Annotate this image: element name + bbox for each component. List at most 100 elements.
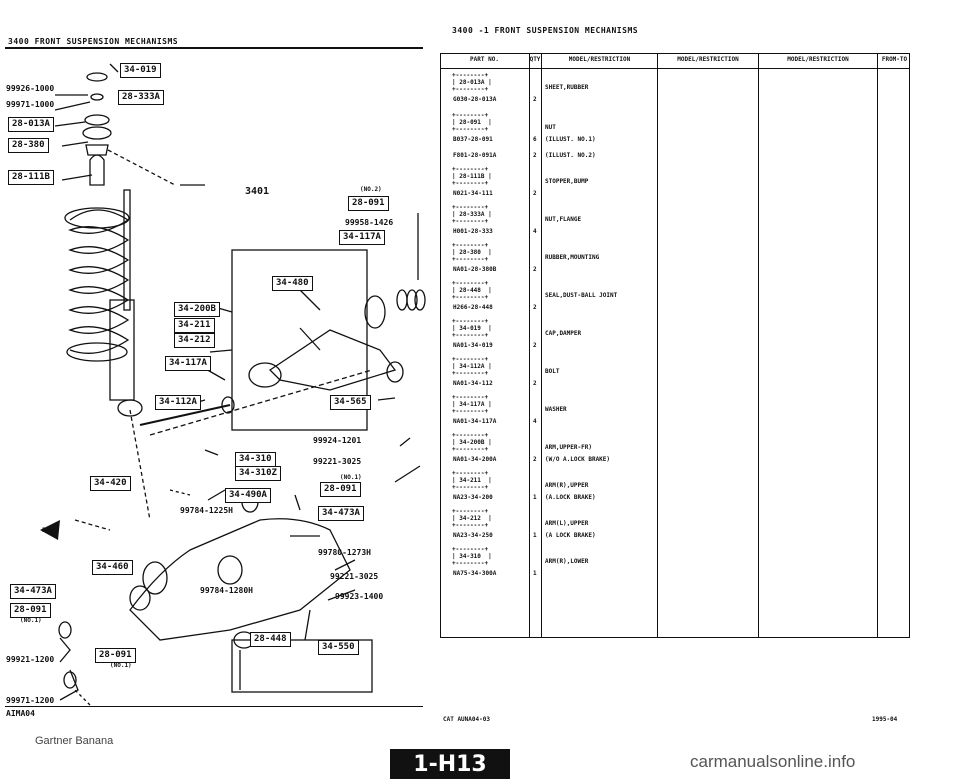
callout-34-211: 34-211 — [174, 318, 215, 333]
part-number-99971-1200: 99971-1200 — [6, 696, 55, 705]
page-number-label: 1-H13 — [390, 749, 510, 779]
ref-box: +--------+ | 28-333A | +--------+ — [452, 204, 492, 225]
ref-box: +--------+ | 28-448 | +--------+ — [452, 280, 492, 301]
parts-table: PART NO. QTY MODEL/RESTRICTION MODEL/RES… — [440, 53, 910, 638]
fwd-label: FWD — [42, 527, 53, 534]
table-row: +--------+ | 28-448 | +--------+ H266-28… — [441, 280, 909, 317]
part-number-cell: H266-28-448 — [453, 304, 493, 311]
part-number-99923-1400: 99923-1400 — [335, 592, 384, 601]
part-number-99926-1000: 99926-1000 — [6, 84, 55, 93]
description-cell: ARM(L),UPPER — [545, 520, 589, 527]
label-no1-bottom: (NO.1) — [110, 662, 132, 669]
callout-34-565: 34-565 — [330, 395, 371, 410]
description-cell: SEAL,DUST-BALL JOINT — [545, 292, 618, 299]
table-row: +--------+ | 28-380 | +--------+ NA01-28… — [441, 242, 909, 279]
part-number-99221-3025-top: 99221-3025 — [313, 457, 362, 466]
column-from-to: FROM-TO — [881, 56, 908, 63]
callout-34-212: 34-212 — [174, 333, 215, 348]
divider — [541, 54, 542, 637]
callout-28-111b: 28-111B — [8, 170, 54, 185]
part-number-cell: G030-28-013A — [453, 96, 497, 103]
description-cell: WASHER — [545, 406, 567, 413]
qty-cell: 2 — [533, 456, 537, 463]
callout-34-019: 34-019 — [120, 63, 161, 78]
part-number-cell: NA23-34-250 — [453, 532, 493, 539]
part-number-cell: NA01-34-200A — [453, 456, 497, 463]
part-number-99971-1000: 99971-1000 — [6, 100, 55, 109]
callout-34-460: 34-460 — [92, 560, 133, 575]
ref-box: +--------+ | 34-211 | +--------+ — [452, 470, 492, 491]
part-number-cell: NA01-34-019 — [453, 342, 493, 349]
description-cell: RUBBER,MOUNTING — [545, 254, 600, 261]
callout-28-013a: 28-013A — [8, 117, 54, 132]
qty-cell: 2 — [533, 304, 537, 311]
callout-34-480: 34-480 — [272, 276, 313, 291]
table-row: +--------+ | 34-019 | +--------+ NA01-34… — [441, 318, 909, 355]
left-header-rule — [5, 47, 423, 49]
left-page-header: 3400 FRONT SUSPENSION MECHANISMS — [8, 37, 179, 46]
ref-box: +--------+ | 34-117A | +--------+ — [452, 394, 492, 415]
watermark-left: Gartner Banana — [35, 735, 114, 747]
description-cell: NUT,FLANGE — [545, 216, 582, 223]
part-number-cell: NA01-34-117A — [453, 418, 497, 425]
callout-34-117a-top: 34-117A — [339, 230, 385, 245]
part-number-99221-3025-bottom: 99221-3025 — [330, 572, 379, 581]
callout-34-117a-mid: 34-117A — [165, 356, 211, 371]
part-number-99924-1201: 99924-1201 — [313, 436, 362, 445]
table-row: +--------+ | 34-310 | +--------+ NA75-34… — [441, 546, 909, 583]
callout-34-490a: 34-490A — [225, 488, 271, 503]
callout-28-091-no1: 28-091 — [320, 482, 361, 497]
part-number-cell: B037-28-091 — [453, 136, 493, 143]
callout-28-091-left: 28-091 — [10, 603, 51, 618]
callout-28-091-bottom: 28-091 — [95, 648, 136, 663]
catalog-code: CAT AUNA04-03 — [443, 716, 490, 723]
part-number-3401: 3401 — [245, 186, 270, 197]
table-row: +--------+ | 34-117A | +--------+ NA01-3… — [441, 394, 909, 431]
callout-34-310: 34-310 — [235, 452, 276, 467]
right-page-header: 3400 -1 FRONT SUSPENSION MECHANISMS — [452, 26, 639, 35]
table-row: +--------+ | 28-333A | +--------+ H001-2… — [441, 204, 909, 241]
callout-34-550: 34-550 — [318, 640, 359, 655]
ref-box: +--------+ | 28-091 | +--------+ — [452, 112, 492, 133]
table-row: +--------+ | 34-112A | +--------+ NA01-3… — [441, 356, 909, 393]
description-cell: SHEET,RUBBER — [545, 84, 589, 91]
description-note-cell: (A.LOCK BRAKE) — [545, 494, 596, 501]
part-number-99780-1273h: 99780-1273H — [318, 548, 371, 557]
catalog-date: 1995-04 — [872, 716, 898, 723]
table-row: F801-28-091A 2 (ILLUST. NO.2) — [441, 148, 909, 164]
qty-cell: 4 — [533, 228, 537, 235]
ref-box: +--------+ | 34-200B | +--------+ — [452, 432, 492, 453]
qty-cell: 2 — [533, 190, 537, 197]
ref-box: +--------+ | 28-380 | +--------+ — [452, 242, 492, 263]
description-note-cell: (ILLUST. NO.1) — [545, 136, 596, 143]
callout-34-420: 34-420 — [90, 476, 131, 491]
description-note-cell: (A LOCK BRAKE) — [545, 532, 596, 539]
qty-cell: 2 — [533, 380, 537, 387]
qty-cell: 1 — [533, 570, 537, 577]
label-no2: (NO.2) — [360, 186, 382, 193]
divider — [877, 54, 878, 637]
ref-box: +--------+ | 34-112A | +--------+ — [452, 356, 492, 377]
ref-box: +--------+ | 34-019 | +--------+ — [452, 318, 492, 339]
column-part-no: PART NO. — [470, 56, 499, 63]
table-row: +--------+ | 28-111B | +--------+ N021-3… — [441, 166, 909, 203]
description-cell: CAP,DAMPER — [545, 330, 582, 337]
part-number-cell: F801-28-091A — [453, 152, 497, 159]
description-cell: STOPPER,BUMP — [545, 178, 589, 185]
part-number-99958-1426: 99958-1426 — [345, 218, 394, 227]
qty-cell: 2 — [533, 96, 537, 103]
callout-34-112a: 34-112A — [155, 395, 201, 410]
qty-cell: 1 — [533, 494, 537, 501]
callout-34-200b: 34-200B — [174, 302, 220, 317]
column-model-2: MODEL/RESTRICTION — [677, 56, 739, 63]
fwd-arrow-icon — [40, 520, 60, 540]
part-number-cell: NA01-34-112 — [453, 380, 493, 387]
divider — [758, 54, 759, 637]
column-qty: QTY — [529, 56, 541, 63]
part-number-cell: NA23-34-200 — [453, 494, 493, 501]
part-number-99921-1200: 99921-1200 — [6, 655, 55, 664]
ref-box: +--------+ | 28-111B | +--------+ — [452, 166, 492, 187]
part-number-cell: NA01-28-380B — [453, 266, 497, 273]
label-no1-left: (NO.1) — [20, 617, 42, 624]
qty-cell: 2 — [533, 266, 537, 273]
